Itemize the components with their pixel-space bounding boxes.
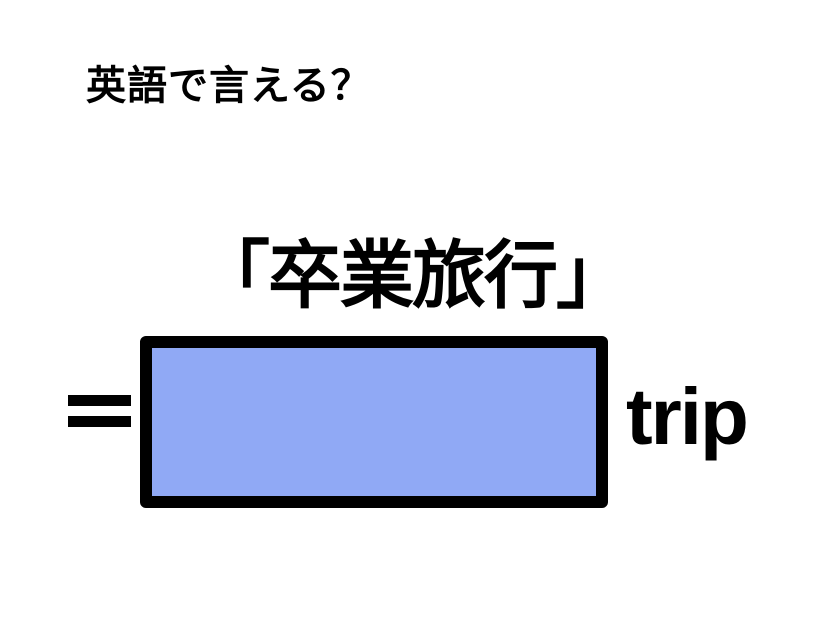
equals-bar-bottom	[68, 416, 131, 427]
quiz-prompt: 英語で言える？	[86, 63, 372, 109]
japanese-term: 「卒業旅行」	[196, 233, 630, 319]
equals-bar-top	[68, 395, 131, 406]
answer-suffix: trip	[626, 372, 749, 461]
answer-blank-box	[140, 336, 608, 508]
